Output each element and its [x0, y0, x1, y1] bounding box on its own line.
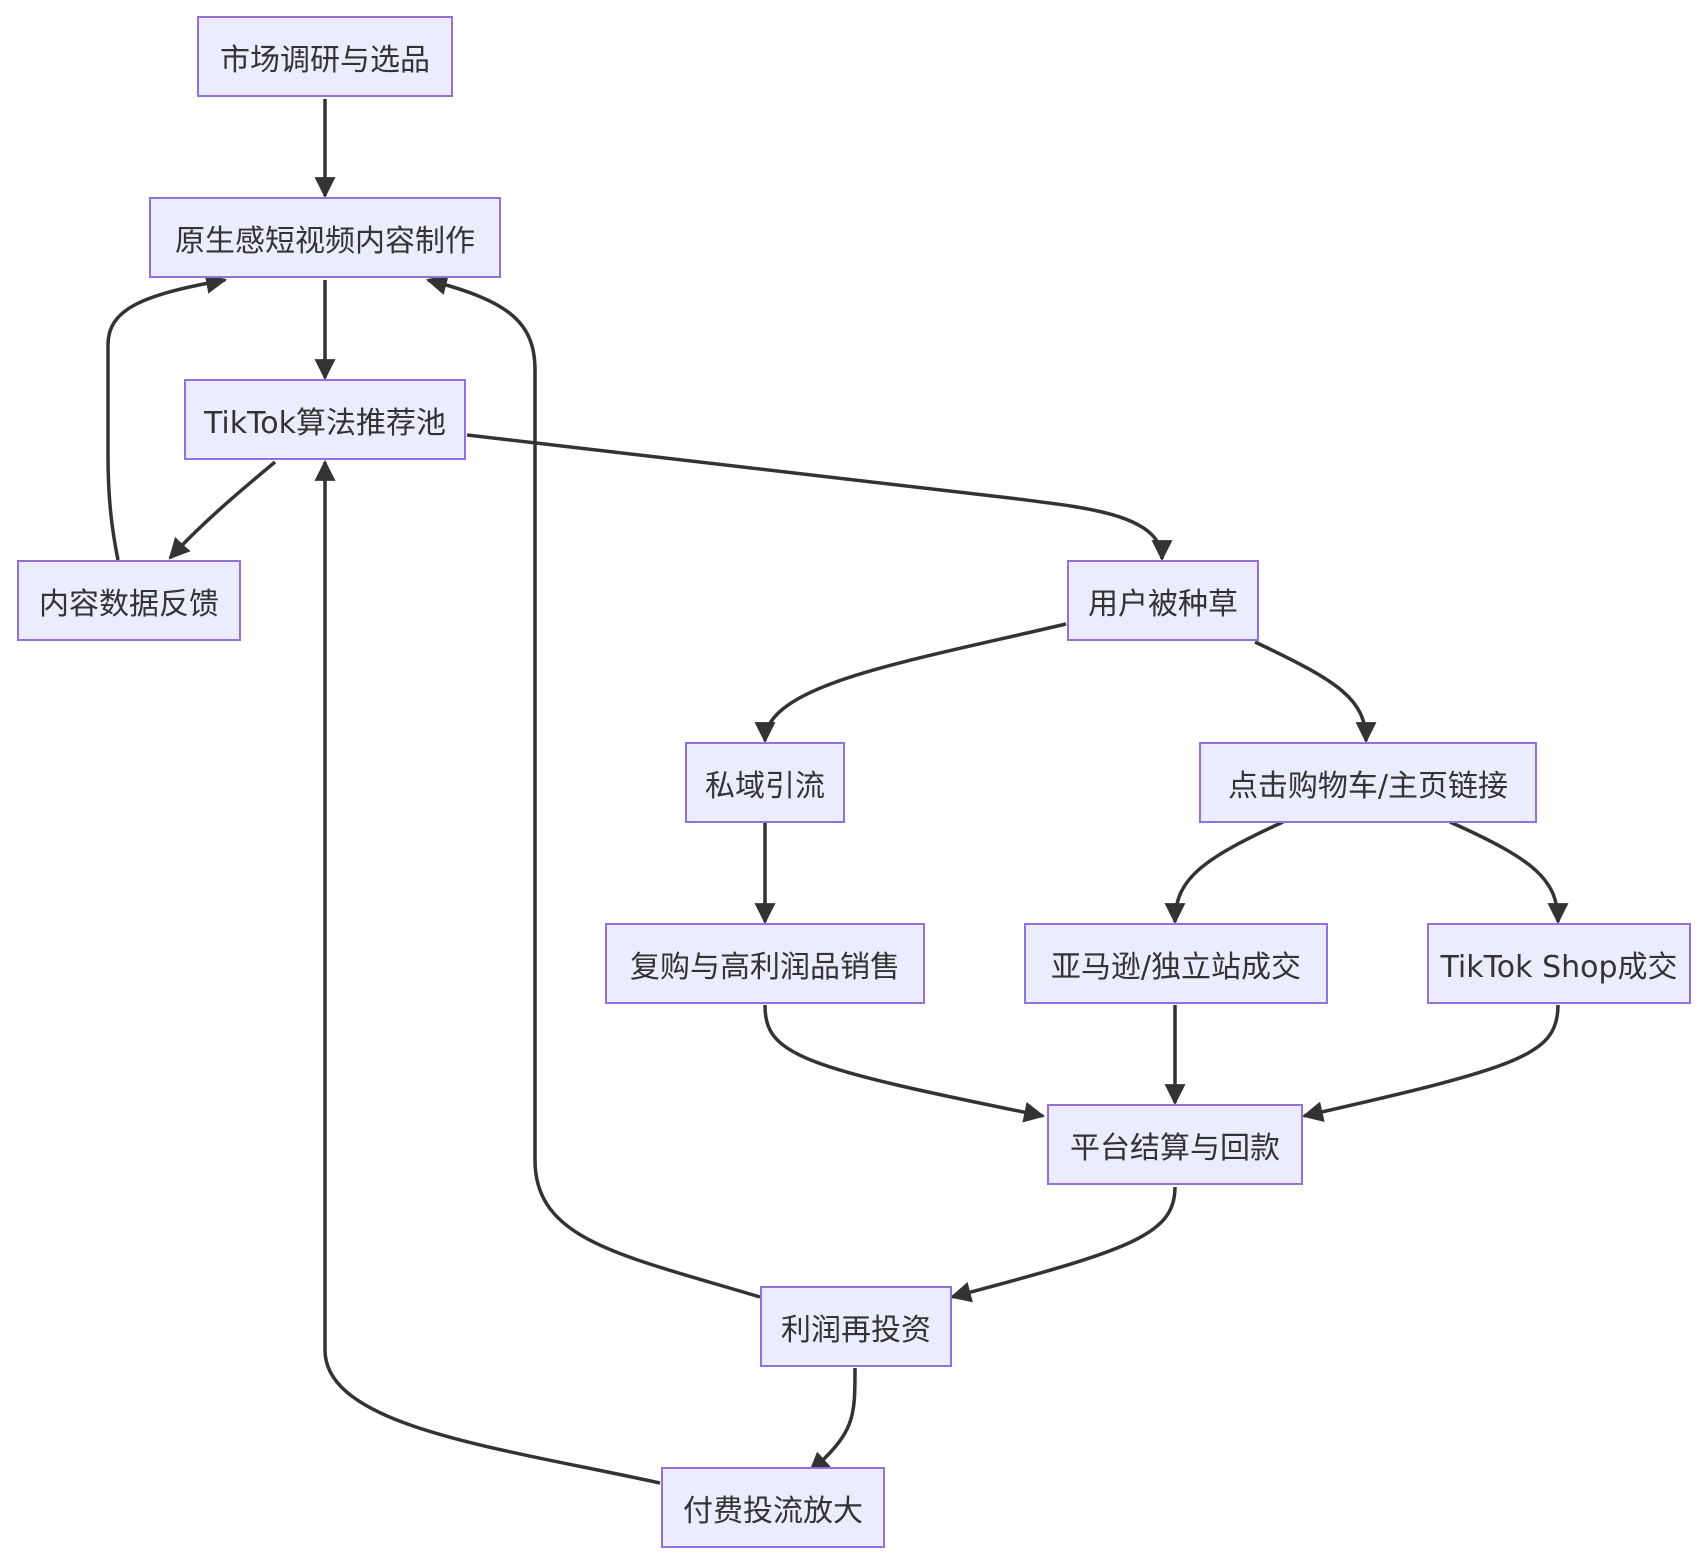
edge-data-feedback-to-content-production	[106, 272, 228, 561]
node-repurchase[interactable]: 复购与高利润品销售	[605, 923, 925, 1004]
node-settlement[interactable]: 平台结算与回款	[1047, 1104, 1303, 1185]
edge-reinvest-to-content-production	[425, 274, 761, 1299]
node-data-feedback[interactable]: 内容数据反馈	[17, 560, 241, 641]
node-click-cart[interactable]: 点击购物车/主页链接	[1199, 742, 1537, 823]
edge-click-cart-to-amazon-deal	[1164, 820, 1284, 925]
node-tiktok-shop-deal[interactable]: TikTok Shop成交	[1427, 923, 1691, 1004]
edge-tiktok-shop-deal-to-settlement	[1301, 1004, 1560, 1123]
node-content-production[interactable]: 原生感短视频内容制作	[149, 197, 501, 278]
edge-repurchase-to-settlement	[763, 1004, 1046, 1123]
edge-algorithm-pool-to-user-seeded	[466, 433, 1173, 562]
edge-click-cart-to-tiktok-shop-deal	[1449, 820, 1569, 925]
node-algorithm-pool[interactable]: TikTok算法推荐池	[184, 379, 466, 460]
edge-algorithm-pool-to-data-feedback	[168, 460, 277, 560]
node-reinvest[interactable]: 利润再投资	[760, 1286, 952, 1367]
node-private-traffic[interactable]: 私域引流	[685, 742, 845, 823]
node-market-research[interactable]: 市场调研与选品	[197, 16, 453, 97]
edge-settlement-to-reinvest	[949, 1186, 1177, 1303]
edge-user-seeded-to-private-traffic	[754, 622, 1067, 744]
edge-user-seeded-to-click-cart	[1254, 640, 1377, 744]
node-user-seeded[interactable]: 用户被种草	[1067, 560, 1259, 641]
node-paid-ads[interactable]: 付费投流放大	[661, 1467, 885, 1548]
edge-paid-ads-to-algorithm-pool	[314, 459, 661, 1485]
node-amazon-deal[interactable]: 亚马逊/独立站成交	[1024, 923, 1328, 1004]
edge-reinvest-to-paid-ads	[808, 1367, 857, 1474]
